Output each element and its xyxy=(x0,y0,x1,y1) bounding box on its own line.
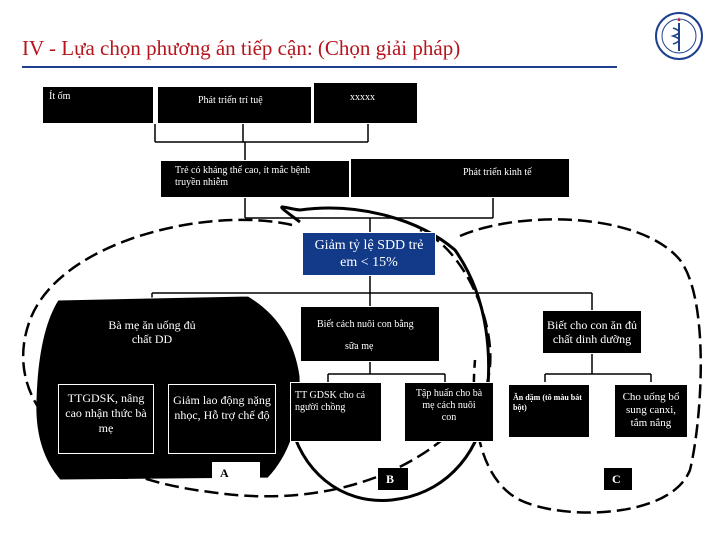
solution-nguoi-chong-label: TT GDSK cho cả người chồng xyxy=(295,390,366,413)
branch-ba-me-label: Bà mẹ ăn uống đủ chất DD xyxy=(108,318,196,347)
group-c-label: C xyxy=(604,468,632,490)
group-b-label: B xyxy=(378,468,408,490)
page-title: IV - Lựa chọn phương án tiếp cận: (Chọn … xyxy=(22,36,461,60)
box-tri-tue-label: Phát triển trí tuệ xyxy=(198,95,263,106)
box-xxxxx: xxxxx xyxy=(313,82,418,124)
box-kinh-te: Phát triển kinh tế xyxy=(350,158,570,198)
group-a-label: A xyxy=(212,462,260,484)
box-kinh-te-label: Phát triển kinh tế xyxy=(463,167,532,178)
solution-ttgdsk: TTGDSK, nâng cao nhận thức bà mẹ xyxy=(58,384,154,454)
branch-nuoi-con-line2: sữa mẹ xyxy=(345,341,374,352)
solution-nguoi-chong: TT GDSK cho cả người chồng xyxy=(290,382,382,442)
box-it-om-label: Ít ốm xyxy=(49,91,71,102)
branch-dinh-duong: Biết cho con ăn đủ chất dinh dưỡng xyxy=(542,310,642,354)
box-khang-the: Trẻ có kháng thể cao, ít mắc bệnh truyền… xyxy=(160,160,350,198)
box-it-om: Ít ốm xyxy=(42,86,154,124)
solution-tap-huan: Tập huấn cho bà mẹ cách nuôi con xyxy=(404,382,494,442)
box-khang-the-label: Trẻ có kháng thể cao, ít mắc bệnh truyền… xyxy=(175,165,311,188)
goal-box: Giảm tỷ lệ SDD trẻ em < 15% xyxy=(302,232,436,276)
solution-an-dam: Ăn dặm (tô màu bát bột) xyxy=(508,384,590,438)
branch-nuoi-con-line1: Biết cách nuôi con bằng xyxy=(317,319,414,330)
ministry-emblem-icon xyxy=(655,12,703,60)
solution-canxi-label: Cho uống bổ sung canxi, tắm nắng xyxy=(622,391,680,430)
box-tri-tue: Phát triển trí tuệ xyxy=(157,86,312,124)
branch-dinh-duong-label: Biết cho con ăn đủ chất dinh dưỡng xyxy=(547,318,637,347)
solution-tap-huan-label: Tập huấn cho bà mẹ cách nuôi con xyxy=(415,388,483,423)
branch-nuoi-con: Biết cách nuôi con bằng sữa mẹ xyxy=(300,306,440,362)
solution-lao-dong: Giảm lao động nặng nhọc, Hỗ trợ chế độ xyxy=(168,384,276,454)
branch-ba-me: Bà mẹ ăn uống đủ chất DD xyxy=(98,318,206,347)
solution-ttgdsk-label: TTGDSK, nâng cao nhận thức bà mẹ xyxy=(65,391,147,435)
title-underline xyxy=(22,66,617,68)
goal-text: Giảm tỷ lệ SDD trẻ em < 15% xyxy=(314,238,424,270)
box-xxxxx-label: xxxxx xyxy=(350,92,375,103)
solution-lao-dong-label: Giảm lao động nặng nhọc, Hỗ trợ chế độ xyxy=(173,393,271,422)
solution-canxi: Cho uống bổ sung canxi, tắm nắng xyxy=(614,384,688,438)
solution-an-dam-label: Ăn dặm (tô màu bát bột) xyxy=(513,393,582,412)
